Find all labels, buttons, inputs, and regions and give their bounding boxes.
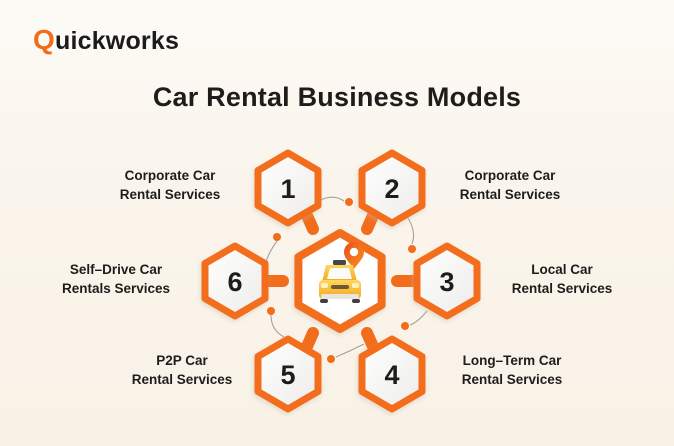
center-hexagon [294, 229, 386, 333]
label-corporate-car-2: Corporate Car Rental Services [459, 168, 561, 203]
hexagon-4: 4 [358, 335, 426, 413]
connector-dot [267, 307, 275, 315]
connector-line [265, 240, 278, 263]
label-long-term-car: Long–Term Car Rental Services [461, 353, 563, 388]
taxi-wheel-right [352, 299, 360, 303]
hexagon-6-number: 6 [227, 267, 242, 297]
hexagon-1: 1 [254, 149, 322, 227]
connector-line [335, 343, 365, 358]
hexagon-2: 2 [358, 149, 426, 227]
hexagon-5: 5 [254, 335, 322, 413]
connector-dot [327, 355, 335, 363]
connector-line [270, 314, 285, 338]
connector-dot [345, 198, 353, 206]
hexagon-5-number: 5 [280, 360, 295, 390]
taxi-bumper [321, 294, 359, 299]
hexagon-6-shape [201, 242, 269, 320]
brand-logo-q: Q [33, 24, 55, 55]
connector-dot [408, 245, 416, 253]
connector-line [405, 214, 415, 245]
label-local-car: Local Car Rental Services [511, 262, 613, 297]
hexagon-1-shape [254, 149, 322, 227]
connector-dot [401, 322, 409, 330]
connector-line [409, 310, 428, 326]
brand-logo-text: uickworks [54, 27, 180, 55]
hexagon-3-shape [413, 242, 481, 320]
taxi-headlight-left [321, 283, 328, 288]
hexagon-2-shape [358, 149, 426, 227]
hexagon-4-number: 4 [384, 360, 399, 390]
taxi-windshield [327, 268, 352, 279]
location-pin-hole [349, 247, 359, 257]
connector-dots [267, 198, 416, 363]
brand-logo: Quickworks [33, 24, 179, 56]
connector-dot [273, 233, 281, 241]
page-title: Car Rental Business Models [152, 82, 522, 112]
label-corporate-car-1: Corporate Car Rental Services [119, 168, 221, 203]
hexagon-6: 6 [201, 242, 269, 320]
taxi-wheel-left [320, 299, 328, 303]
taxi-sign [333, 260, 346, 265]
hexagon-4-shape [358, 335, 426, 413]
hexagon-5-shape [254, 335, 322, 413]
hexagon-1-number: 1 [280, 174, 295, 204]
hexagon-2-number: 2 [384, 174, 399, 204]
label-p2p-car: P2P Car Rental Services [131, 353, 233, 388]
taxi-headlight-right [352, 283, 359, 288]
taxi-grille [331, 285, 349, 289]
taxi-icon [319, 242, 364, 303]
hexagon-3: 3 [413, 242, 481, 320]
label-self-drive-car: Self–Drive Car Rentals Services [61, 262, 171, 297]
hexagon-3-number: 3 [439, 267, 454, 297]
